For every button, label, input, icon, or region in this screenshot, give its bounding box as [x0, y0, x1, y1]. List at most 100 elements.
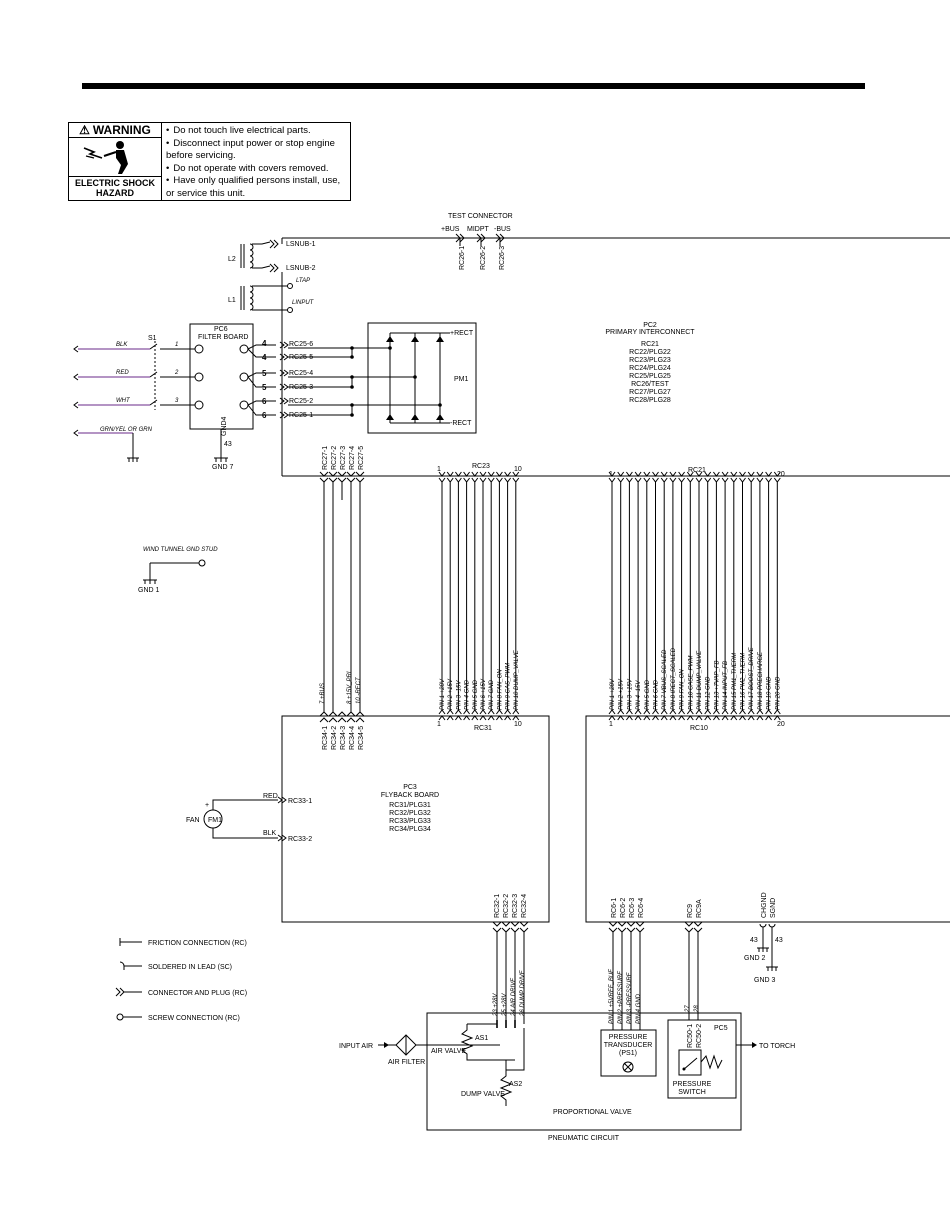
pressure-switch-board [667, 1019, 737, 1099]
rc32-pin: RC32-4 [521, 894, 528, 918]
wire [634, 471, 642, 721]
rectifier-module [367, 322, 477, 434]
dump-valve [499, 1028, 525, 1106]
rc9-pin: RC9A [696, 899, 703, 918]
legend-label: CONNECTOR AND PLUG (RC) [148, 990, 247, 997]
rc23-first: 1 [437, 466, 441, 473]
rc34-pin: RC34-1 [322, 726, 329, 750]
svg-text:SWITCH: SWITCH [678, 1089, 706, 1096]
rc6-wires [608, 921, 645, 1030]
legend-solder-icon [119, 961, 142, 970]
rc34-pin: RC34-3 [340, 726, 347, 750]
gnd4-label: GND4 [221, 416, 228, 436]
pc6-subtitle: FILTER BOARD [198, 334, 248, 341]
wire [773, 471, 781, 721]
fan-plus: + [205, 802, 209, 809]
wind-tunnel-gnd [143, 559, 206, 584]
rc32-pin: RC32-3 [512, 894, 519, 918]
rc6-pin: RC6-4 [638, 898, 645, 918]
warning-left-panel: ⚠ WARNING ELECTRIC SHOCK HAZARD [69, 123, 162, 200]
wire [652, 471, 659, 721]
gnd2-label: GND 2 [744, 955, 766, 962]
rc33-2: RC33-2 [288, 836, 312, 843]
rc10-last: 20 [777, 721, 785, 728]
wire [713, 471, 720, 721]
rc32-signal: 23 +28V [493, 992, 499, 1017]
signal-label: PIN 15 PM1_THERM [732, 653, 738, 710]
rc26-pin: RC26-3 [499, 246, 506, 270]
pc2-info: PC2 PRIMARY INTERCONNECT RC21 RC22/PLG22… [605, 322, 695, 404]
legend-label: FRICTION CONNECTION (RC) [148, 940, 247, 947]
lsnub2-label: LSNUB-2 [286, 265, 316, 272]
test-connector-label: -BUS [494, 226, 511, 233]
wire [686, 471, 694, 721]
wire [704, 471, 712, 721]
fan-red: RED [263, 793, 278, 800]
wire [660, 471, 668, 721]
wire [463, 471, 470, 721]
legend-friction-icon [119, 938, 142, 946]
legend-label: SCREW CONNECTION (RC) [148, 1015, 240, 1022]
test-connector-label: MIDPT [467, 226, 490, 233]
as2-label: AS2 [509, 1081, 522, 1088]
linput-label: LINPUT [292, 300, 315, 306]
rc34-plugs [319, 711, 365, 723]
rectifier-diodes [386, 332, 450, 424]
rc6-signal: PIN 3 -PRESSURE [627, 971, 633, 1024]
svg-text:PRESSURE: PRESSURE [609, 1034, 648, 1041]
rc25-pin: RC25-2 [289, 398, 313, 405]
gnd3-label: GND 3 [754, 977, 776, 984]
electric-shock-icon [69, 138, 161, 177]
wire [747, 471, 755, 721]
rc32-signal: 25 +28V [502, 992, 508, 1017]
wire [678, 471, 685, 721]
svg-text:RC34/PLG34: RC34/PLG34 [389, 826, 431, 833]
svg-text:RC25/PLG25: RC25/PLG25 [629, 373, 671, 380]
rc27-pin: RC27-2 [331, 446, 338, 470]
gnd7-label: GND 7 [212, 464, 234, 471]
wire-color-label: GRN/YEL OR GRN [100, 427, 153, 433]
signal-label: PIN 14 INPUT_FB [723, 661, 729, 710]
rc6-signal: PIN 4 GND [636, 993, 642, 1024]
rc50-pin: RC50-1 [687, 1024, 694, 1048]
wire-color-label: RED [116, 370, 129, 376]
rc6-pin: RC6-2 [620, 898, 627, 918]
wire [721, 471, 729, 721]
s1-label: S1 [148, 335, 157, 342]
svg-text:RC31/PLG31: RC31/PLG31 [389, 802, 431, 809]
wire [446, 471, 454, 721]
rc9-pin: RC9 [687, 904, 694, 918]
warning-item: Do not operate with covers removed. [166, 163, 346, 176]
rc23-label: RC23 [472, 463, 490, 470]
prop-valve-label: PROPORTIONAL VALVE [553, 1109, 632, 1116]
pneumatic-circuit-box [426, 1012, 742, 1131]
transducer-gauge-icon [622, 1061, 634, 1073]
wire [504, 471, 511, 721]
rc26-pin: RC26-2 [480, 246, 487, 270]
test-connector-label: +BUS [441, 226, 460, 233]
gnd-num: 43 [224, 441, 232, 448]
signal-label: PIN 3 -15V [456, 680, 462, 710]
filter-board-inputs [194, 344, 249, 410]
switch-text: PRESSURE SWITCH [673, 1081, 712, 1096]
lsnub1-label: LSNUB-1 [286, 241, 316, 248]
rc21-last: 20 [777, 471, 785, 478]
signal-label: PIN 12 GND [706, 676, 712, 710]
wire [626, 471, 633, 721]
wire [608, 471, 616, 721]
warning-item: Have only qualified persons install, use… [166, 175, 346, 200]
l2-label: L2 [228, 256, 236, 263]
air-filter-label: AIR FILTER [388, 1059, 425, 1066]
rc10-first: 1 [609, 721, 613, 728]
rc34-pin: RC34-4 [349, 726, 356, 750]
rc33-1: RC33-1 [288, 798, 312, 805]
wire [438, 471, 446, 721]
rc50-pin: RC50-2 [696, 1024, 703, 1048]
warning-item: Disconnect input power or stop engine be… [166, 138, 346, 163]
svg-text:PC2: PC2 [643, 322, 657, 329]
chgnd-wires [757, 923, 778, 971]
fan-blk: BLK [263, 830, 277, 837]
air-valve-label: AIR VALVE [431, 1048, 466, 1055]
sgnd-label: SGND [770, 898, 777, 918]
